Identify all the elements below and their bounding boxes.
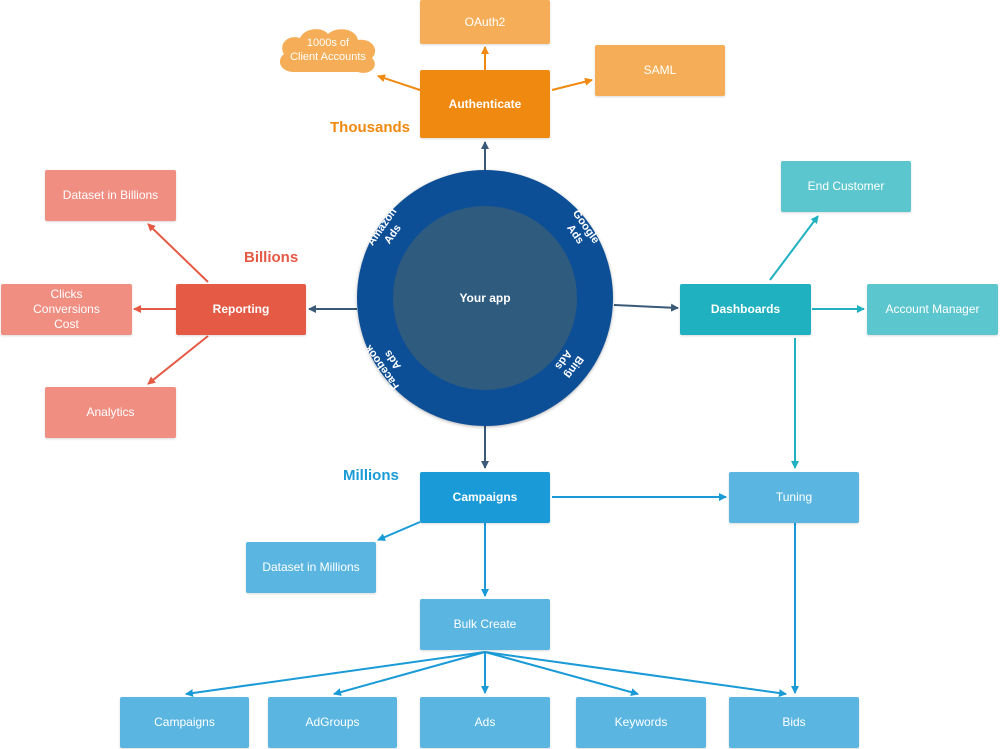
dataset-in-millions-node[interactable]: Dataset in Millions <box>246 542 376 593</box>
edge-bulk-campaigns <box>185 651 486 697</box>
edge-bulk-keywords <box>484 651 639 697</box>
tuning-node[interactable]: Tuning <box>729 472 859 523</box>
edge-reporting-analytics <box>147 335 209 385</box>
authenticate-node[interactable]: Authenticate <box>420 70 550 138</box>
campaigns-main-node[interactable]: Campaigns <box>420 472 550 523</box>
reporting-node[interactable]: Reporting <box>176 284 306 335</box>
child-adgroups-node[interactable]: AdGroups <box>268 697 397 748</box>
edge-campaigns-dataset <box>377 521 421 541</box>
tier-label-billions: Billions <box>244 249 299 266</box>
account-manager-node[interactable]: Account Manager <box>867 284 998 335</box>
dataset-in-billions-node[interactable]: Dataset in Billions <box>45 170 176 221</box>
dashboards-node[interactable]: Dashboards <box>680 284 811 335</box>
bulk-create-node[interactable]: Bulk Create <box>420 599 550 650</box>
oauth2-node[interactable]: OAuth2 <box>420 0 550 44</box>
child-keywords-node[interactable]: Keywords <box>576 697 706 748</box>
child-ads-node[interactable]: Ads <box>420 697 550 748</box>
child-campaigns-node[interactable]: Campaigns <box>120 697 249 748</box>
edge-bulk-bids <box>484 651 787 697</box>
edge-auth-saml <box>551 77 593 91</box>
tier-label-millions: Millions <box>343 467 399 484</box>
edge-dashboards-endcustomer <box>769 215 819 281</box>
tier-label-thousands: Thousands <box>330 119 411 136</box>
edge-hub-dashboards <box>613 303 679 312</box>
hub-center[interactable]: Your app <box>393 206 577 390</box>
child-bids-node[interactable]: Bids <box>729 697 859 748</box>
end-customer-node[interactable]: End Customer <box>781 161 911 212</box>
edge-auth-cloud <box>377 74 421 91</box>
edge-bulk-adgroups <box>333 651 486 696</box>
clicks-conversions-cost-node[interactable]: Clicks Conversions Cost <box>1 284 132 335</box>
saml-node[interactable]: SAML <box>595 45 725 96</box>
cloud-client-accounts: 1000s of Client Accounts <box>290 37 366 63</box>
edge-reporting-dataset <box>147 223 209 283</box>
cloud-shape <box>279 29 376 73</box>
analytics-node[interactable]: Analytics <box>45 387 176 438</box>
